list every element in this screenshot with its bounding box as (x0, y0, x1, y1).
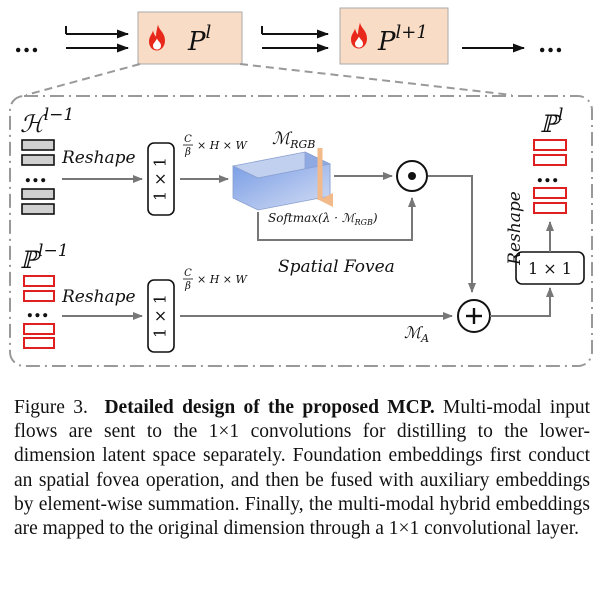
svg-text:...: ... (536, 162, 559, 188)
top-left-arrows (65, 26, 129, 53)
svg-text:C: C (184, 268, 192, 279)
zoom-line-right (239, 63, 513, 96)
arrow-oplus-to-conv-out (490, 287, 554, 317)
input-h-label: ℋl−1 (20, 105, 74, 138)
svg-text:1 × 1: 1 × 1 (528, 259, 572, 278)
m-a-label: ℳA (404, 323, 429, 345)
reshape-label-h: Reshape (61, 148, 136, 168)
reshape-label-p: Reshape (61, 287, 136, 307)
dim-label-h: C β × H × W (183, 134, 249, 158)
svg-text:Pl: Pl (187, 22, 212, 57)
top-dots-left: ... (14, 29, 39, 58)
caption-prefix: Figure 3. (14, 397, 88, 418)
top-dots-right: ... (538, 29, 563, 58)
oplus-operator (457, 299, 491, 333)
softmax-label: Softmax(λ · ℳRGB) (268, 211, 378, 227)
conv-out: 1 × 1 (515, 251, 585, 285)
dim-label-p: C β × H × W (183, 268, 249, 292)
arrow-odot-to-oplus (428, 175, 476, 293)
svg-text:1 × 1: 1 × 1 (151, 157, 170, 201)
svg-text:...: ... (24, 162, 47, 188)
conv-p: 1 × 1 (147, 279, 175, 353)
svg-text:× H × W: × H × W (197, 273, 249, 286)
svg-text:× H × W: × H × W (197, 139, 249, 152)
caption-title: Detailed design of the proposed MCP. (104, 397, 435, 418)
top-mid-arrows (261, 26, 329, 53)
block-next-layer: Pl+1 (339, 7, 449, 65)
m-rgb-label: ℳRGB (272, 129, 315, 151)
input-h-tokens: ... (21, 139, 55, 215)
svg-text:...: ... (26, 297, 49, 323)
output-p-label: ℙl (540, 105, 563, 138)
output-p-tokens: ... (533, 139, 567, 214)
reshape-label-out: Reshape (505, 191, 525, 266)
input-p-tokens: ... (23, 275, 55, 349)
svg-text:C: C (184, 134, 192, 145)
detail-frame (9, 95, 593, 367)
spatial-fovea-label: Spatial Fovea (278, 257, 395, 277)
svg-text:1 × 1: 1 × 1 (151, 294, 170, 338)
m-rgb-cuboid (231, 151, 332, 211)
mcp-diagram: ... Pl Pl+1 ... ℋl−1 ... Reshape 1 × 1 (9, 7, 593, 367)
zoom-line-left (25, 63, 141, 96)
figure-caption: Figure 3. Detailed design of the propose… (14, 396, 590, 541)
odot-operator (396, 160, 428, 192)
caption-body: Multi-modal input flows are sent to the … (14, 397, 590, 540)
input-p-label: ℙl−1 (20, 241, 69, 274)
block-current-layer: Pl (137, 11, 243, 65)
svg-text:β: β (184, 281, 191, 292)
fovea-skip-arrow (257, 197, 416, 241)
svg-text:Pl+1: Pl+1 (377, 22, 428, 57)
svg-text:β: β (184, 147, 191, 158)
conv-h: 1 × 1 (147, 142, 175, 216)
